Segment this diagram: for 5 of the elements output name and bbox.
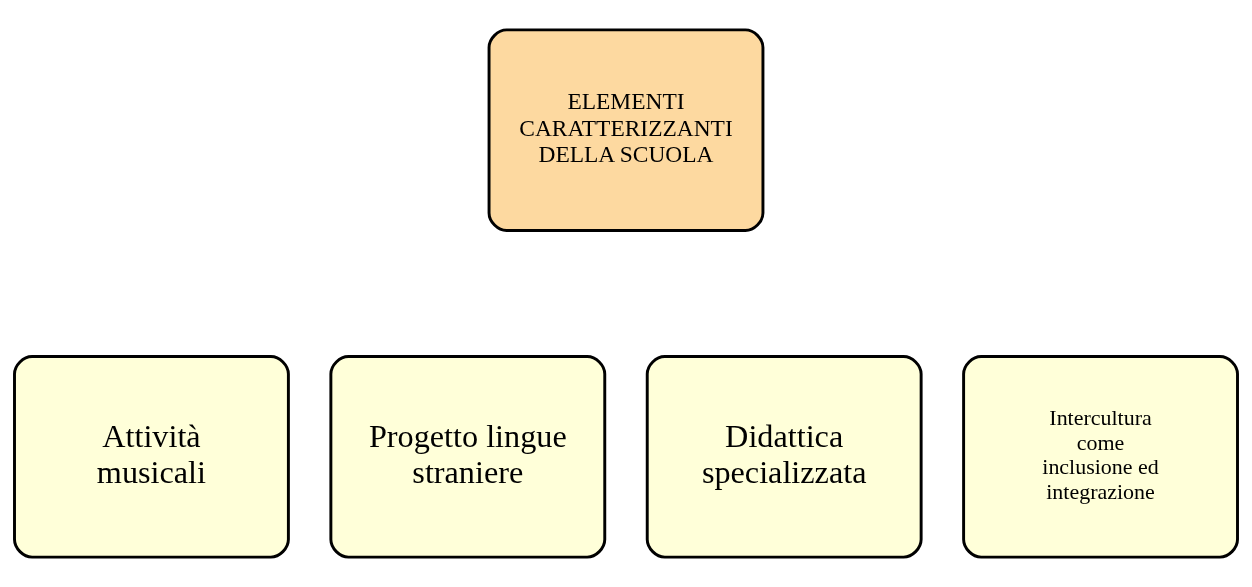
node-box: Didattica specializzata bbox=[645, 355, 923, 559]
node-box: Attività musicali bbox=[13, 355, 290, 559]
node-box: Intercultura come inclusione ed integrazione bbox=[962, 355, 1239, 559]
node-box: Progetto lingue straniere bbox=[329, 355, 607, 559]
node-box: ELEMENTI CARATTERIZZANTI DELLA SCUOLA bbox=[487, 28, 765, 232]
